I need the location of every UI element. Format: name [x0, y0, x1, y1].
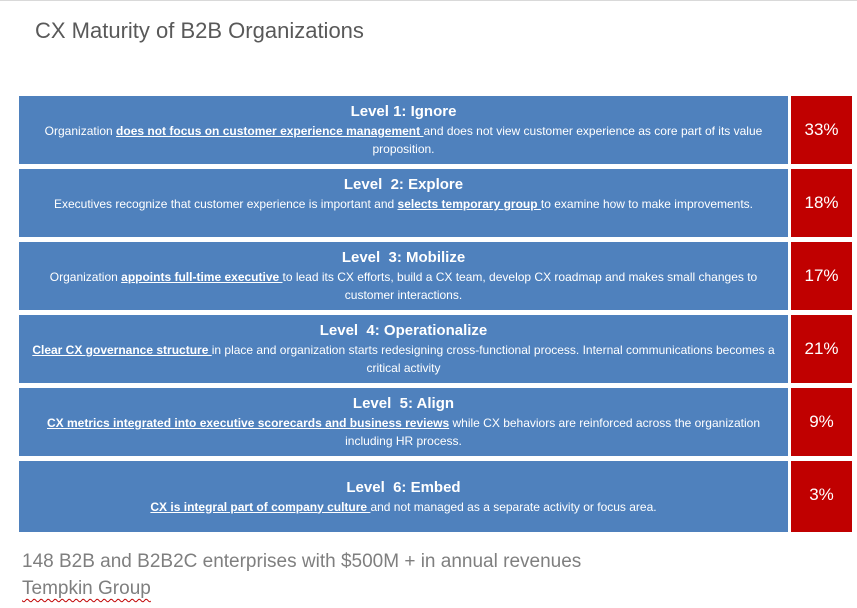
desc-highlight: CX metrics integrated into executive sco…: [47, 416, 450, 430]
level-row-3: Level 3: Mobilize Organization appoints …: [19, 242, 852, 310]
desc-text: while CX behaviors are reinforced across…: [345, 416, 760, 448]
level-description: CX metrics integrated into executive sco…: [31, 414, 776, 450]
level-row-2: Level 2: Explore Executives recognize th…: [19, 169, 852, 237]
level-percent: 21%: [791, 315, 852, 383]
level-description: Executives recognize that customer exper…: [31, 195, 776, 213]
footer-notes: 148 B2B and B2B2C enterprises with $500M…: [22, 548, 581, 602]
desc-text: Organization: [44, 124, 117, 138]
level-row-4: Level 4: Operationalize Clear CX governa…: [19, 315, 852, 383]
desc-text: to examine how to make improvements.: [540, 197, 753, 211]
desc-text: in place and organization starts redesig…: [211, 343, 775, 375]
level-percent: 9%: [791, 388, 852, 456]
desc-highlight: Clear CX governance structure: [32, 343, 212, 357]
level-box-5: Level 5: Align CX metrics integrated int…: [19, 388, 788, 456]
maturity-levels: Level 1: Ignore Organization does not fo…: [19, 96, 852, 537]
level-box-3: Level 3: Mobilize Organization appoints …: [19, 242, 788, 310]
desc-text: to lead its CX efforts, build a CX team,…: [282, 270, 758, 302]
desc-highlight: selects temporary group: [397, 197, 541, 211]
level-title: Level 6: Embed: [346, 478, 461, 496]
desc-text: and does not view customer experience as…: [372, 124, 763, 156]
desc-highlight: appoints full-time executive: [121, 270, 283, 284]
level-box-6: Level 6: Embed CX is integral part of co…: [19, 461, 788, 532]
level-box-2: Level 2: Explore Executives recognize th…: [19, 169, 788, 237]
desc-text: Executives recognize that customer exper…: [54, 197, 398, 211]
level-title: Level 3: Mobilize: [341, 249, 466, 266]
level-title: Level 4: Operationalize: [319, 322, 488, 339]
level-box-1: Level 1: Ignore Organization does not fo…: [19, 96, 788, 164]
level-box-4: Level 4: Operationalize Clear CX governa…: [19, 315, 788, 383]
level-title: Level 5: Align: [352, 395, 455, 412]
level-description: Clear CX governance structure in place a…: [31, 341, 776, 377]
desc-text: Organization: [49, 270, 122, 284]
level-description: Organization appoints full-time executiv…: [31, 268, 776, 304]
level-row-6: Level 6: Embed CX is integral part of co…: [19, 461, 852, 532]
level-description: CX is integral part of company culture a…: [31, 498, 776, 516]
level-title: Level 2: Explore: [343, 176, 464, 193]
sample-description: 148 B2B and B2B2C enterprises with $500M…: [22, 551, 582, 572]
level-percent: 3%: [791, 461, 852, 532]
desc-text: and not managed as a separate activity o…: [370, 499, 657, 514]
top-divider: [0, 0, 857, 1]
level-description: Organization does not focus on customer …: [31, 122, 776, 158]
level-title: Level 1: Ignore: [350, 103, 457, 120]
source-line: Tempkin Group: [22, 575, 581, 602]
level-row-5: Level 5: Align CX metrics integrated int…: [19, 388, 852, 456]
desc-highlight: does not focus on customer experience ma…: [116, 124, 424, 138]
desc-highlight: CX is integral part of company culture: [150, 499, 371, 514]
level-row-1: Level 1: Ignore Organization does not fo…: [19, 96, 852, 164]
level-percent: 33%: [791, 96, 852, 164]
level-percent: 17%: [791, 242, 852, 310]
page-title: CX Maturity of B2B Organizations: [35, 18, 364, 43]
source-name: Tempkin Group: [22, 578, 151, 599]
level-percent: 18%: [791, 169, 852, 237]
